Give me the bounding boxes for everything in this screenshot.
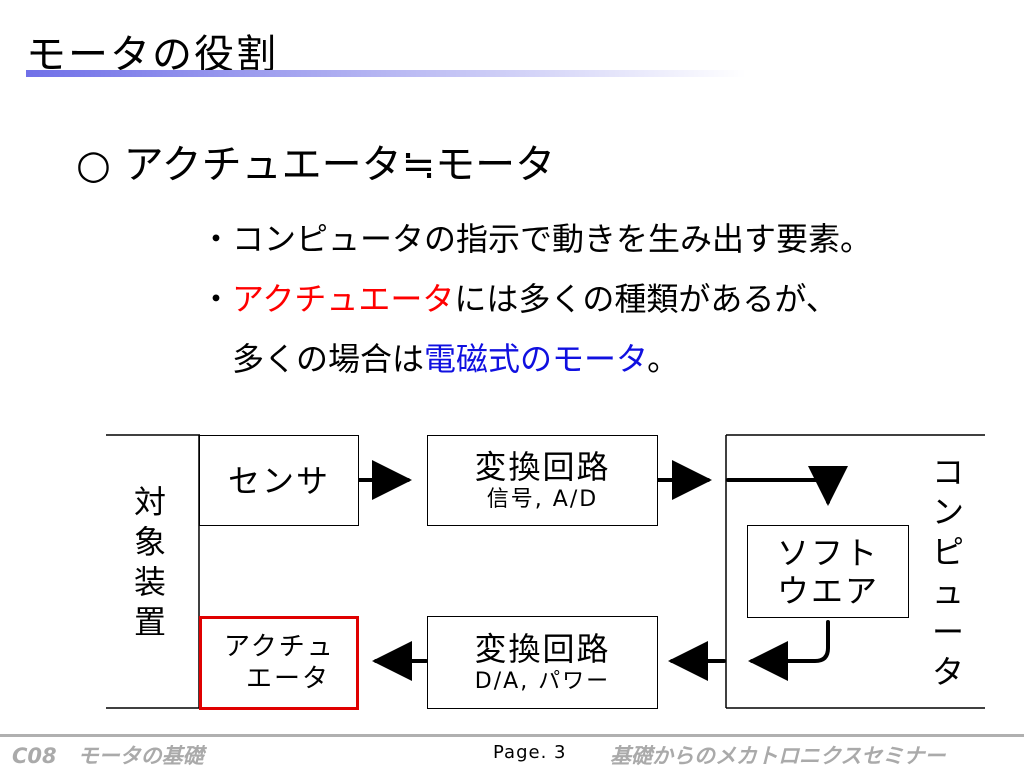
- bullet-line-3-pre: 多くの場合は: [232, 340, 425, 378]
- computer-label: コ ン ピ ュ ー タ: [926, 452, 970, 692]
- software-label-line1: ソフト: [776, 533, 879, 572]
- highlight-motor: 電磁式のモータ: [424, 340, 648, 378]
- computer-label-char: ー: [931, 613, 964, 651]
- sensor-box: センサ: [199, 435, 359, 526]
- bullet-line-3: 多くの場合は電磁式のモータ。: [232, 334, 679, 380]
- converter-output-subtitle: D/A, パワー: [474, 668, 611, 694]
- converter-input-subtitle: 信号, A/D: [486, 486, 599, 512]
- title-underline: [26, 70, 746, 77]
- computer-label-char: ピ: [931, 533, 964, 571]
- sensor-label: センサ: [227, 461, 330, 500]
- converter-output-title: 変換回路: [474, 629, 611, 668]
- page-number: Page. 3: [493, 742, 567, 763]
- bullet-line-1: ・コンピュータの指示で動きを生み出す要素。: [200, 220, 873, 258]
- actuator-label-line2: エータ: [246, 664, 331, 694]
- actuator-box: アクチュ エータ: [199, 616, 359, 710]
- highlight-actuator: アクチュエータ: [232, 280, 455, 318]
- bullet-marker: ・: [200, 280, 233, 318]
- section-heading: ○ アクチュエータ≒モータ: [76, 142, 556, 188]
- computer-label-char: ン: [931, 493, 964, 531]
- converter-output-box: 変換回路 D/A, パワー: [427, 616, 658, 709]
- footer-seminar-label: 基礎からのメカトロニクスセミナー: [610, 744, 946, 768]
- bullet-line-3-post: 。: [647, 340, 680, 378]
- target-device-label: 対 象 装 置: [128, 482, 172, 642]
- software-box: ソフト ウエア: [747, 525, 909, 618]
- target-label-char: 対: [133, 483, 166, 521]
- arrow-software-out: [748, 620, 830, 681]
- actuator-label-line1: アクチュ: [224, 632, 335, 662]
- computer-label-char: ュ: [931, 573, 964, 611]
- software-label-line2: ウエア: [776, 571, 879, 610]
- target-label-char: 装: [133, 563, 166, 601]
- arrow-to-software: [726, 466, 848, 506]
- footer-divider: [0, 734, 1024, 737]
- converter-input-box: 変換回路 信号, A/D: [427, 435, 658, 526]
- bullet-line-2: ・アクチュエータには多くの種類があるが、: [200, 274, 838, 320]
- footer-course-label: C08 モータの基礎: [12, 744, 204, 768]
- computer-label-char: コ: [931, 453, 964, 491]
- computer-label-char: タ: [931, 653, 964, 691]
- target-label-char: 置: [133, 603, 166, 641]
- bullet-line-2-rest: には多くの種類があるが、: [454, 280, 838, 318]
- target-label-char: 象: [133, 523, 166, 561]
- converter-input-title: 変換回路: [474, 447, 611, 486]
